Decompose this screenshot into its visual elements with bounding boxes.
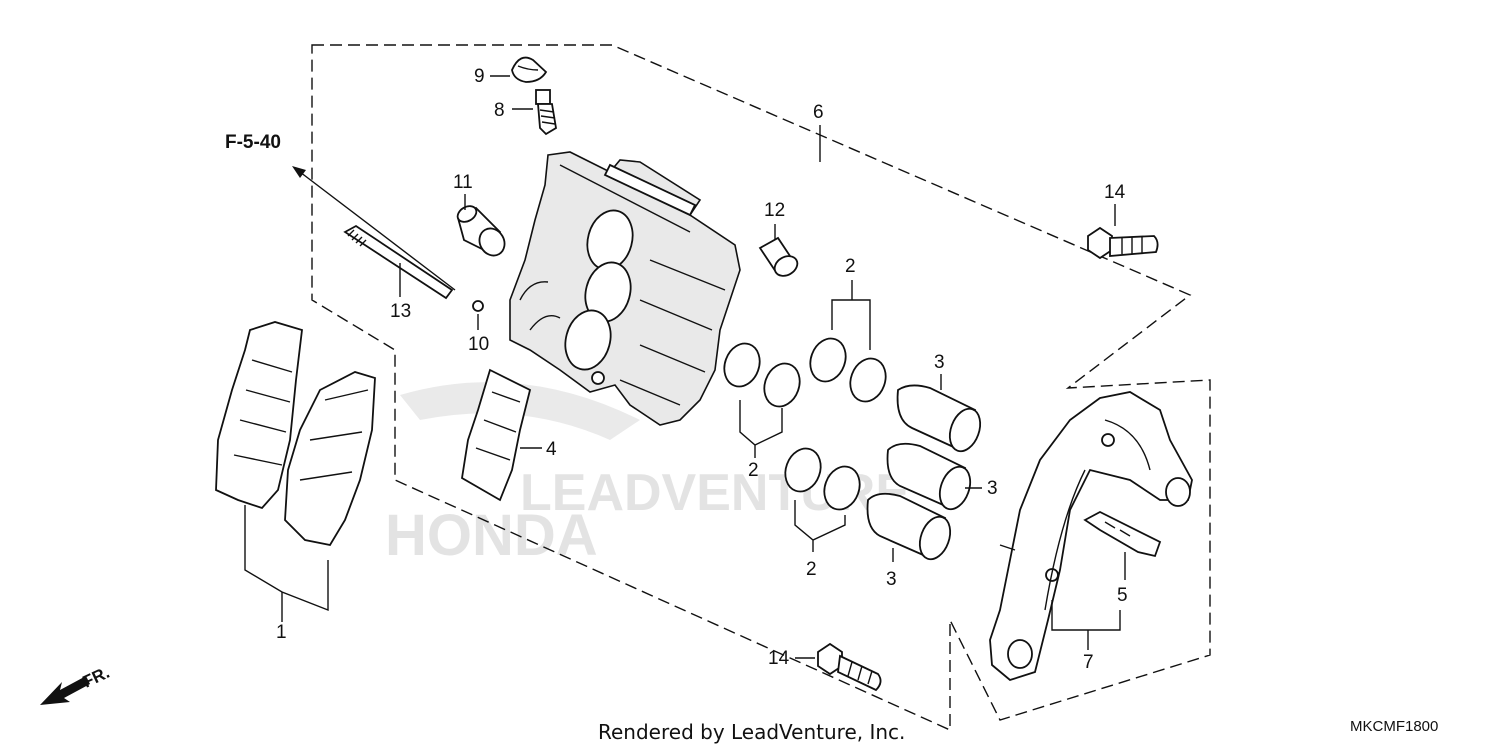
- callout-2-bot: 2: [806, 559, 817, 580]
- callout-13: 13: [390, 301, 411, 322]
- callout-8: 8: [494, 100, 505, 121]
- part-2-seals-group: [723, 337, 887, 511]
- part-3-pistons-group: [866, 384, 982, 561]
- leader-2-top: [831, 280, 871, 350]
- reference-arrow-head: [292, 166, 306, 178]
- front-direction-arrow-icon: [40, 676, 90, 705]
- diagram-code: MKCMF1800: [1350, 718, 1438, 735]
- callout-4: 4: [546, 439, 557, 460]
- front-direction-label: FR.: [80, 663, 113, 692]
- callout-14-bot: 14: [768, 648, 790, 669]
- part-1-brake-pad-rear: [284, 371, 376, 547]
- watermark-make-text: HONDA: [385, 503, 598, 568]
- callout-7: 7: [1083, 652, 1094, 673]
- callout-6: 6: [813, 102, 824, 123]
- callout-9: 9: [474, 66, 485, 87]
- reference-arrow-line: [299, 171, 456, 291]
- callout-3-top: 3: [934, 352, 945, 373]
- reference-label: F-5-40: [225, 132, 281, 153]
- callout-3-bot: 3: [886, 569, 897, 590]
- part-10-ring: [472, 300, 484, 312]
- leader-2-bot: [794, 500, 846, 552]
- callout-1: 1: [276, 622, 287, 643]
- part-13-pad-pin: [343, 224, 454, 300]
- callout-10: 10: [468, 334, 489, 355]
- leader-7: [1051, 600, 1121, 650]
- footer-credit: Rendered by LeadVenture, Inc.: [598, 720, 905, 744]
- callout-12: 12: [764, 200, 785, 221]
- part-11-pin-sleeve: [456, 205, 506, 257]
- part-7-caliper-bracket: [989, 391, 1193, 682]
- part-8-bleeder-screw: [535, 89, 557, 136]
- callout-11: 11: [453, 172, 473, 193]
- part-12-boot: [758, 236, 799, 277]
- part-5-retainer-clip: [1083, 510, 1162, 558]
- callout-3-mid: 3: [987, 478, 998, 499]
- part-14-bolt-upper: [1087, 226, 1159, 260]
- part-14-bolt-lower: [817, 642, 882, 692]
- part-9-bleeder-cap: [511, 56, 548, 83]
- part-4-pad-spring: [461, 368, 532, 502]
- part-6-caliper-body: [509, 151, 741, 426]
- callout-2-mid: 2: [748, 460, 759, 481]
- caliper-assembly-boundary: [311, 44, 1211, 732]
- leader-2-mid: [739, 400, 783, 458]
- part-1-brake-pad-front: [215, 321, 303, 510]
- callout-14-top: 14: [1104, 182, 1126, 203]
- callout-2-top: 2: [845, 256, 856, 277]
- callout-5: 5: [1117, 585, 1128, 606]
